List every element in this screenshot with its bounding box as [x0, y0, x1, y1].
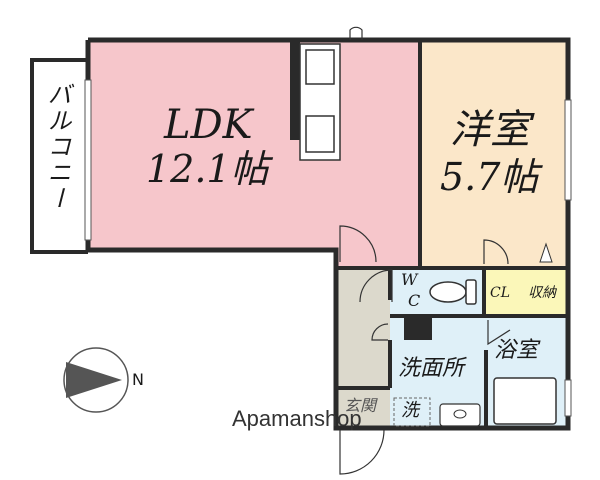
washer-space	[393, 397, 431, 427]
balcony-access	[349, 26, 363, 40]
bath-window	[564, 379, 572, 417]
entrance-hall-area	[336, 268, 390, 428]
balcony-area	[32, 60, 88, 252]
pipe-shaft	[290, 40, 300, 140]
windows	[84, 79, 572, 417]
ldk-label: LDK	[164, 102, 253, 148]
western-window	[564, 99, 572, 201]
entrance-label: 玄関	[344, 396, 377, 415]
western-room-label: 洋室	[450, 107, 530, 153]
ldk-area	[88, 40, 420, 250]
ldk-door	[339, 225, 377, 263]
wc-door	[359, 269, 393, 303]
closet-label: 収納	[528, 285, 556, 301]
compass-icon	[63, 347, 129, 413]
kitchen-counter	[299, 43, 341, 161]
wc-label-c: C	[408, 291, 421, 310]
closet-door-mark	[539, 242, 553, 263]
washroom-label: 洗面所	[398, 356, 465, 381]
ldk-window	[84, 79, 92, 241]
balcony-rail	[30, 58, 88, 254]
compass-label: N	[132, 370, 144, 389]
toilet-icon	[429, 279, 477, 305]
doors	[339, 26, 511, 475]
structural-column	[404, 318, 432, 340]
bath-label: 浴室	[494, 338, 539, 363]
closet-code: CL	[490, 285, 511, 301]
bath-door	[487, 320, 511, 346]
western-room-size: 5.7帖	[440, 155, 539, 199]
wc-label-w: W	[401, 270, 418, 289]
watermark: Apamanshop	[232, 406, 362, 431]
interior-walls	[336, 40, 568, 428]
closet-area	[484, 268, 568, 316]
ldk-size: 12.1帖	[146, 147, 269, 191]
balcony-label: バルコニー	[43, 82, 71, 212]
western-door	[483, 239, 509, 265]
wash-basin	[439, 403, 481, 427]
ldk-hall-area	[336, 250, 420, 268]
bathtub	[493, 377, 557, 425]
washer-label: 洗	[401, 400, 419, 421]
western-room-area	[420, 40, 568, 268]
basin-bowl	[453, 409, 467, 419]
washroom-door	[371, 323, 389, 341]
entrance-door	[339, 429, 385, 475]
